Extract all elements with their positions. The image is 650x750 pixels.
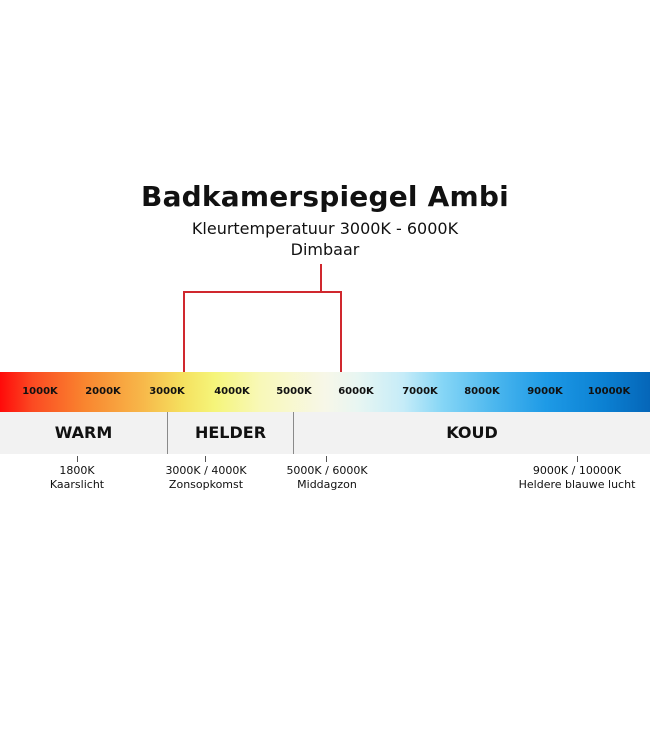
annotation-marker [77, 456, 78, 462]
tick-5000k: 5000K [276, 386, 312, 397]
tick-2000k: 2000K [85, 386, 121, 397]
annotation-description: Middagzon [297, 478, 357, 491]
annotation-marker [577, 456, 578, 462]
tick-9000k: 9000K [527, 386, 563, 397]
annotation-marker [205, 456, 206, 462]
subtitle-color-temperature: Kleurtemperatuur 3000K - 6000K [191, 219, 459, 238]
annotation-value: 3000K / 4000K [165, 464, 247, 477]
bracket-right-6000k [340, 291, 342, 381]
annotation-value: 9000K / 10000K [532, 464, 622, 477]
zone-bar: WARM HELDER KOUD [0, 412, 650, 454]
tick-4000k: 4000K [214, 386, 250, 397]
bracket-horizontal [183, 291, 342, 293]
annotation-sunrise: 3000K / 4000K Zonsopkomst [165, 464, 246, 492]
tick-8000k: 8000K [464, 386, 500, 397]
annotation-marker [326, 456, 327, 462]
annotation-description: Zonsopkomst [168, 478, 244, 491]
page-title: Badkamerspiegel Ambi [141, 180, 509, 213]
zone-koud: KOUD [446, 423, 498, 442]
tick-3000k: 3000K [149, 386, 185, 397]
subtitle-dimmable: Dimbaar [290, 240, 360, 259]
tick-6000k: 6000K [338, 386, 374, 397]
tick-1000k: 1000K [22, 386, 58, 397]
annotation-value: 5000K / 6000K [286, 464, 368, 477]
annotation-candlelight: 1800K Kaarslicht [50, 464, 104, 492]
bracket-left-3000k [183, 291, 185, 381]
annotation-description: Kaarslicht [49, 478, 105, 491]
annotation-midday-sun: 5000K / 6000K Middagzon [286, 464, 367, 492]
annotation-description: Heldere blauwe lucht [518, 478, 636, 491]
annotation-value: 1800K [59, 464, 95, 477]
tick-10000k: 10000K [587, 386, 631, 397]
color-temperature-spectrum [0, 372, 650, 412]
zone-warm: WARM [54, 423, 113, 442]
zone-divider [293, 412, 294, 454]
zone-divider [167, 412, 168, 454]
zone-helder: HELDER [194, 423, 267, 442]
annotation-clear-blue-sky: 9000K / 10000K Heldere blauwe lucht [519, 464, 636, 492]
bracket-stem [320, 264, 322, 293]
tick-7000k: 7000K [402, 386, 438, 397]
